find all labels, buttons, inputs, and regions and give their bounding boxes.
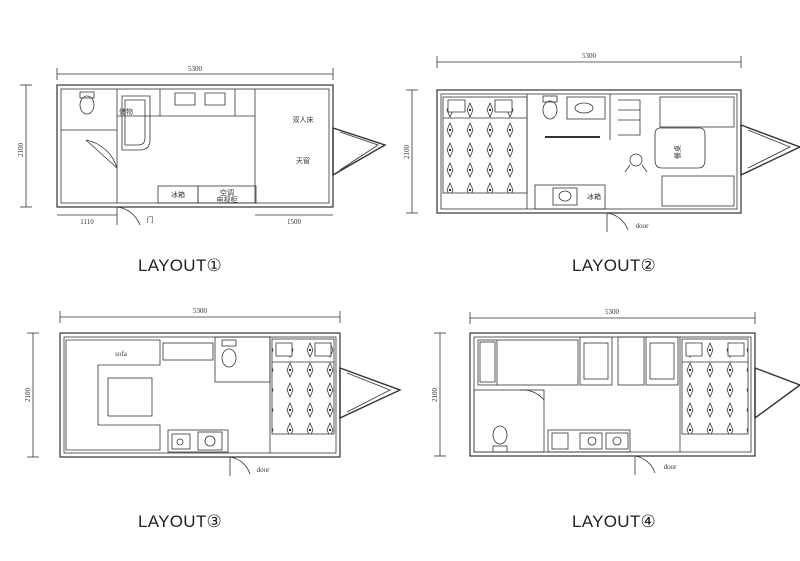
layout-3-length-dim: 5300 [193,307,208,315]
layout-4-caption: LAYOUT④ [572,512,657,531]
layout-3-sofa-label: sofa [115,350,128,358]
layout-1-length-dim: 5300 [188,65,203,73]
layout-1-storage-label: 储物 [119,107,133,116]
layout-1-width-dim: 2100 [17,143,25,158]
layout-2-door-label: door [636,222,650,230]
layout-4-labels: 5300 2100 door [431,308,677,471]
layout-3-door-label: door [257,466,271,474]
layout-1-bed-label: 双人床 [293,115,314,124]
layout-1-plan [20,68,387,226]
layout-4-door-label: door [664,463,678,471]
layout-2-labels: 5300 2100 餐桌 冰箱 door [403,52,682,230]
layout-3-caption: LAYOUT③ [138,512,223,531]
layout-2-width-dim: 2100 [403,145,411,160]
layout-1-ac-label: 空调 [220,188,234,197]
layout-1-fridge-label: 冰箱 [171,190,185,199]
layout-2-caption: LAYOUT② [572,256,657,275]
layout-1-tv-label: 电视柜 [217,195,238,204]
layout-1-dim-bed: 1500 [287,218,302,226]
layout-1-caption: LAYOUT① [138,256,223,275]
layout-2-length-dim: 5300 [582,52,597,60]
layout-3-width-dim: 2100 [24,388,32,403]
layout-4-width-dim: 2100 [431,388,439,403]
layout-1-door-label: 门 [147,215,154,224]
layout-2-fridge-label: 冰箱 [587,192,601,201]
layout-4-plan [434,312,800,475]
layout-3-plan [27,311,402,476]
layout-4-length-dim: 5300 [605,308,620,316]
layout-1-labels: 5300 2100 1110 1500 双人床 天窗 冰箱 空调 电视柜 门 储… [17,65,314,226]
layout-1-dim-bath: 1110 [80,218,94,226]
layout-3-labels: 5300 2100 sofa door [24,307,270,474]
layout-1-sky-label: 天窗 [296,156,310,165]
layout-2-plan [406,56,800,232]
layout-2-table-label: 餐桌 [673,145,682,159]
